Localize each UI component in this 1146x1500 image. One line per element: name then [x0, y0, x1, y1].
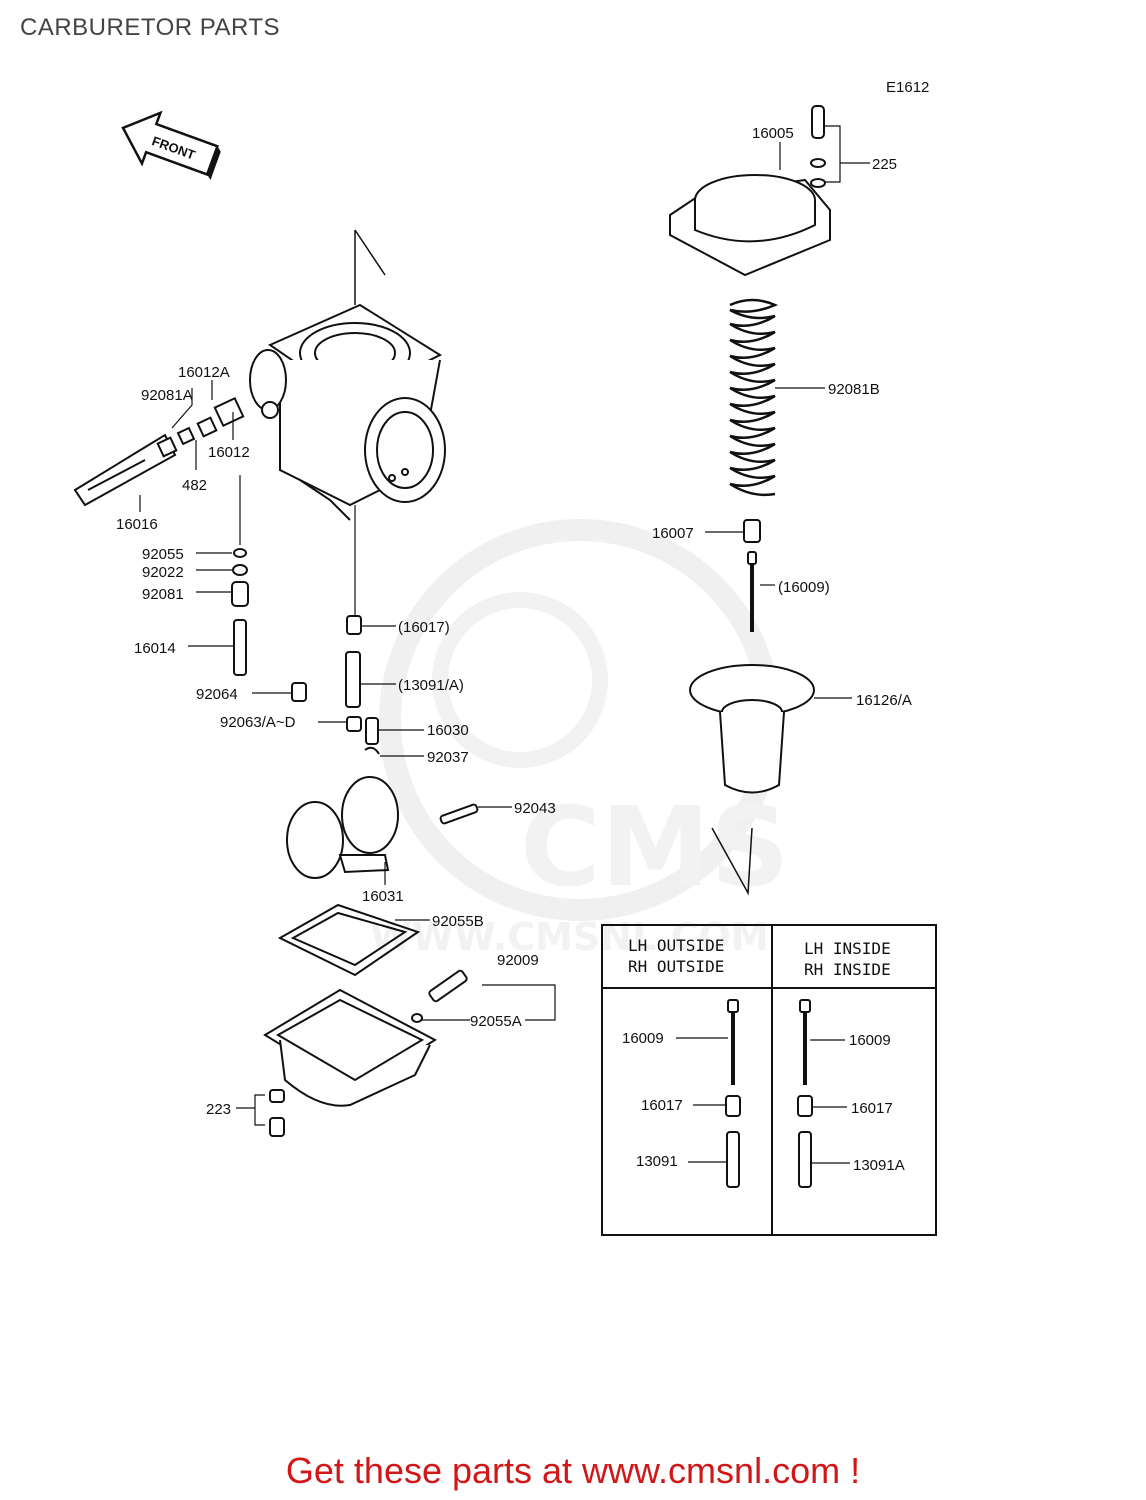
part-16016-screw: [73, 396, 245, 507]
table-header-left-1: LH OUTSIDE: [628, 936, 724, 955]
cta-banner[interactable]: Get these parts at www.cmsnl.com !: [0, 1450, 1146, 1492]
label-16030: 16030: [427, 722, 469, 739]
label-92055: 92055: [142, 546, 184, 563]
label-92064: 92064: [196, 686, 238, 703]
watermark: CMS WWW.CMSNL.COM: [370, 519, 789, 959]
label-16005: 16005: [752, 125, 794, 142]
table-header-right-2: RH INSIDE: [804, 960, 891, 979]
part-16126-diaphragm: [689, 664, 815, 794]
part-16007-holder: [743, 519, 761, 632]
table-label-16017-left: 16017: [641, 1097, 683, 1114]
front-arrow-icon: FRONT: [121, 110, 221, 180]
label-92037: 92037: [427, 749, 469, 766]
table-label-16009-right: 16009: [849, 1032, 891, 1049]
cta-link[interactable]: Get these parts at www.cmsnl.com !: [285, 1450, 861, 1491]
diagram-ref-code: E1612: [886, 79, 929, 96]
label-16012: 16012: [208, 444, 250, 461]
carburetor-body: [249, 303, 446, 521]
label-482: 482: [182, 477, 207, 494]
part-92081B-spring: [729, 298, 779, 497]
label-92055A: 92055A: [470, 1013, 522, 1030]
label-16014: 16014: [134, 640, 176, 657]
label-16007: 16007: [652, 525, 694, 542]
table-label-13091-left: 13091: [636, 1153, 678, 1170]
part-92055B-gasket: [277, 903, 421, 977]
label-13091A-paren: (13091/A): [398, 677, 464, 694]
part-16031-float: [286, 776, 399, 879]
watermark-url: WWW.CMSNL.COM: [370, 915, 769, 959]
variant-table: [601, 924, 937, 1236]
label-225: 225: [872, 156, 897, 173]
table-label-13091A-right: 13091A: [853, 1157, 905, 1174]
label-92081: 92081: [142, 586, 184, 603]
table-header-right-1: LH INSIDE: [804, 939, 891, 958]
part-16005-top-cap: [669, 105, 831, 277]
label-16126A: 16126/A: [856, 692, 912, 709]
parts-diagram: CMS WWW.CMSNL.COM E1612 FRONT: [73, 79, 937, 1236]
label-92009: 92009: [497, 952, 539, 969]
label-92022: 92022: [142, 564, 184, 581]
page-title: CARBURETOR PARTS: [20, 14, 281, 41]
watermark-text: CMS: [520, 783, 789, 911]
part-float-bowl: [263, 969, 468, 1137]
label-223: 223: [206, 1101, 231, 1118]
label-16031: 16031: [362, 888, 404, 905]
label-16017-paren: (16017): [398, 619, 450, 636]
label-92081B: 92081B: [828, 381, 880, 398]
label-92043: 92043: [514, 800, 556, 817]
table-label-16009-left: 16009: [622, 1030, 664, 1047]
label-92055B: 92055B: [432, 913, 484, 930]
table-label-16017-right: 16017: [851, 1100, 893, 1117]
table-header-left-2: RH OUTSIDE: [628, 957, 724, 976]
label-92063: 92063/A~D: [220, 714, 296, 731]
label-16012A: 16012A: [178, 364, 230, 381]
variant-table-parts: [725, 999, 813, 1188]
left-small-parts: [231, 548, 479, 825]
label-92081A: 92081A: [141, 387, 193, 404]
label-16016: 16016: [116, 516, 158, 533]
label-16009-paren: (16009): [778, 579, 830, 596]
